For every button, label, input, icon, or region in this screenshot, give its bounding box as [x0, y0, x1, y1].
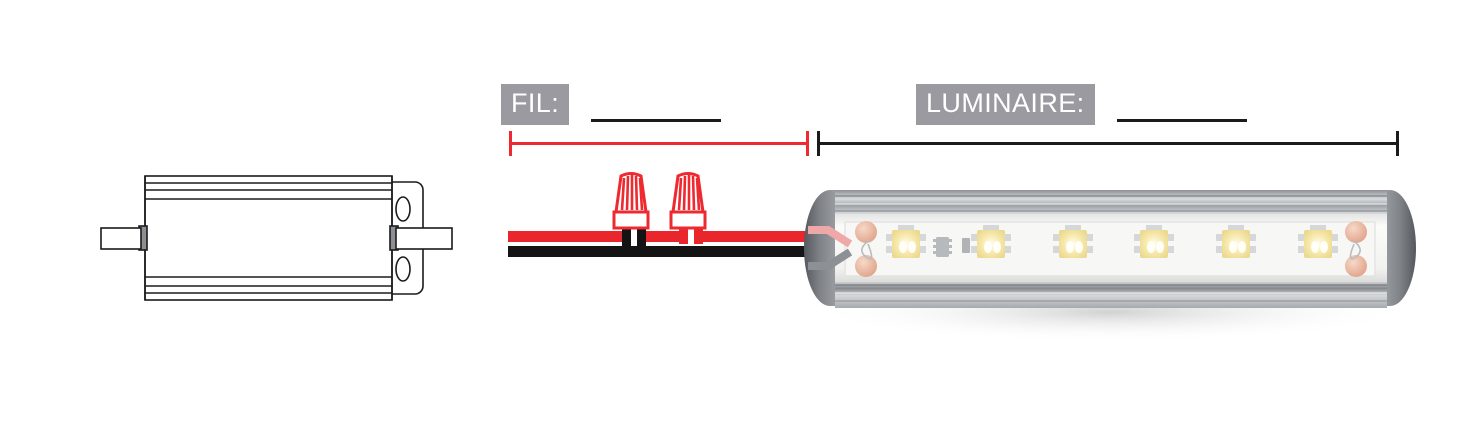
callout-luminaire: LUMINAIRE: [916, 84, 1247, 125]
left-endcap [804, 190, 838, 306]
mounting-hole [395, 256, 411, 282]
cable-stub-right [395, 227, 453, 250]
chip-resistor [962, 238, 970, 253]
led-emitter [1216, 225, 1256, 258]
cable-stub-left [100, 227, 142, 250]
wire-black-riser-left [622, 222, 631, 254]
wire-nut-black [612, 172, 650, 230]
dimension-bar [817, 142, 1399, 145]
housing-bottom-band [835, 280, 1387, 308]
led-emitter [886, 225, 926, 258]
wire-black-riser-right [637, 222, 646, 254]
led-emitter-group [886, 225, 1338, 258]
wire-crossing-gap [631, 231, 637, 242]
led-emitter [1053, 225, 1093, 258]
solder-pad [855, 221, 877, 243]
dimension-cap-right [1396, 131, 1399, 156]
wire-nut-red [669, 172, 707, 230]
wire-red-main [508, 231, 812, 242]
callout-fil-label: FIL: [501, 84, 570, 125]
wire-red-gap [688, 231, 694, 242]
dimension-line-luminaire [817, 131, 1399, 157]
wire-red-riser-right [694, 222, 703, 244]
wire-nut-collar [669, 210, 707, 230]
led-emitter [971, 225, 1011, 258]
dimension-line-fil [509, 131, 809, 157]
led-emitter [1298, 225, 1338, 258]
internal-wire-red [808, 226, 853, 248]
led-emitter [1134, 225, 1174, 258]
housing-edge-lines [835, 195, 1387, 302]
wire-nut-collar [612, 210, 650, 230]
callout-fil-blank[interactable] [591, 119, 722, 122]
solder-wire-loop [1349, 239, 1361, 260]
internal-wire-black [808, 248, 853, 270]
housing-top-band [835, 190, 1387, 216]
psu-body [144, 175, 393, 301]
power-supply-driver [100, 175, 453, 301]
callout-luminaire-label: LUMINAIRE: [916, 84, 1095, 125]
right-endcap [1382, 190, 1416, 306]
callout-luminaire-blank[interactable] [1116, 119, 1247, 122]
led-pcb [844, 221, 1376, 277]
ic-chip [933, 237, 952, 257]
dimension-bar [509, 142, 809, 145]
wire-red-riser-left [679, 222, 688, 244]
mounting-hole [395, 196, 411, 222]
solder-pad [1345, 221, 1367, 243]
dimension-cap-right [806, 131, 809, 156]
solder-pad [1345, 255, 1367, 277]
solder-wire-loop [861, 239, 873, 260]
callout-fil: FIL: [501, 84, 722, 125]
wire-black-main [508, 246, 812, 257]
led-linear-fixture [804, 190, 1416, 342]
solder-pad [855, 255, 877, 277]
